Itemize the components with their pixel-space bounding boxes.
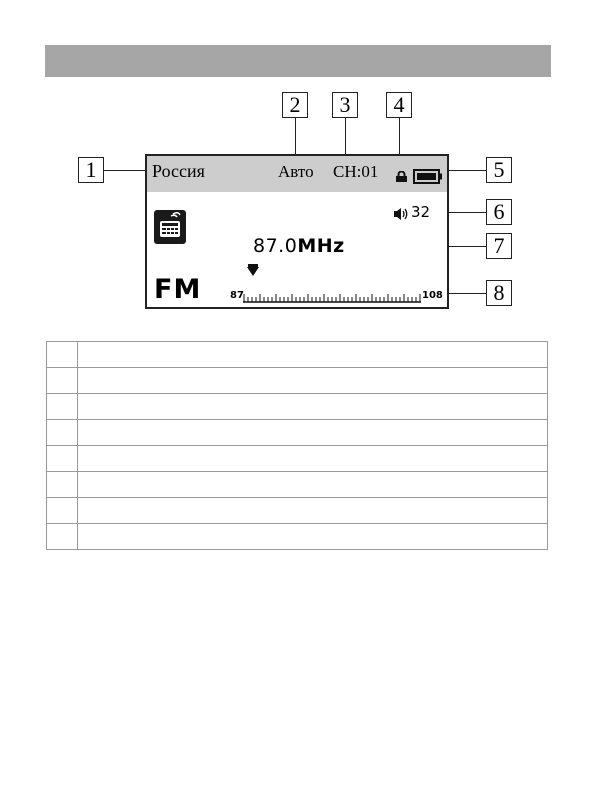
- channel-label: CH:01: [333, 162, 379, 181]
- legend-row: [46, 393, 548, 420]
- legend-row: [46, 497, 548, 524]
- leader-line-8: [446, 293, 486, 295]
- callout-5: 5: [486, 157, 512, 183]
- callout-8: 8: [486, 280, 512, 306]
- leader-line-2: [295, 118, 297, 178]
- legend-description-cell: [77, 367, 548, 394]
- leader-line-5: [440, 170, 486, 172]
- legend-row: [46, 471, 548, 498]
- speaker-icon: [394, 208, 408, 220]
- mode-label: Авто: [278, 162, 314, 181]
- section-header-bar: [45, 45, 551, 77]
- legend-row: [46, 419, 548, 446]
- callout-1: 1: [78, 157, 104, 183]
- legend-description-cell: [77, 471, 548, 498]
- legend-description-cell: [77, 419, 548, 446]
- legend-row: [46, 445, 548, 472]
- frequency-scale: [243, 294, 421, 303]
- legend-number-cell: [46, 471, 78, 498]
- region-label: Россия: [152, 161, 205, 181]
- pointer-icon: [247, 264, 259, 276]
- scale-max-label: 108: [422, 290, 443, 301]
- legend-description-cell: [77, 523, 548, 550]
- legend-row: [46, 523, 548, 550]
- lcd-status-bar: [147, 156, 447, 192]
- callout-7: 7: [486, 233, 512, 259]
- frequency-readout: 87.0MHz: [253, 235, 345, 257]
- leader-line-1: [104, 170, 152, 172]
- frequency-value: 87.0: [253, 235, 298, 257]
- frequency-unit: MHz: [297, 235, 345, 257]
- legend-number-cell: [46, 445, 78, 472]
- lock-icon: [396, 171, 407, 182]
- band-label: FM: [154, 274, 202, 305]
- legend-number-cell: [46, 523, 78, 550]
- volume-level: 32: [411, 203, 431, 221]
- callout-6: 6: [486, 199, 512, 225]
- leader-line-6: [434, 212, 486, 214]
- legend-row: [46, 367, 548, 394]
- legend-number-cell: [46, 367, 78, 394]
- legend-description-cell: [77, 445, 548, 472]
- battery-icon: [413, 169, 442, 184]
- callout-4: 4: [386, 92, 412, 118]
- callout-2: 2: [282, 92, 308, 118]
- legend-row: [46, 341, 548, 368]
- legend-number-cell: [46, 497, 78, 524]
- scale-min-label: 87: [230, 290, 244, 301]
- radio-icon: [154, 210, 186, 244]
- legend-number-cell: [46, 341, 78, 368]
- leader-line-3: [345, 118, 347, 178]
- legend-description-cell: [77, 393, 548, 420]
- legend-number-cell: [46, 393, 78, 420]
- legend-description-cell: [77, 341, 548, 368]
- legend-description-cell: [77, 497, 548, 524]
- legend-number-cell: [46, 419, 78, 446]
- lcd-screen: Россия Авто CH:01 32 87.0MHz FM 87 108: [145, 154, 449, 309]
- legend-table: [46, 341, 548, 550]
- callout-3: 3: [332, 92, 358, 118]
- leader-line-4: [399, 118, 401, 168]
